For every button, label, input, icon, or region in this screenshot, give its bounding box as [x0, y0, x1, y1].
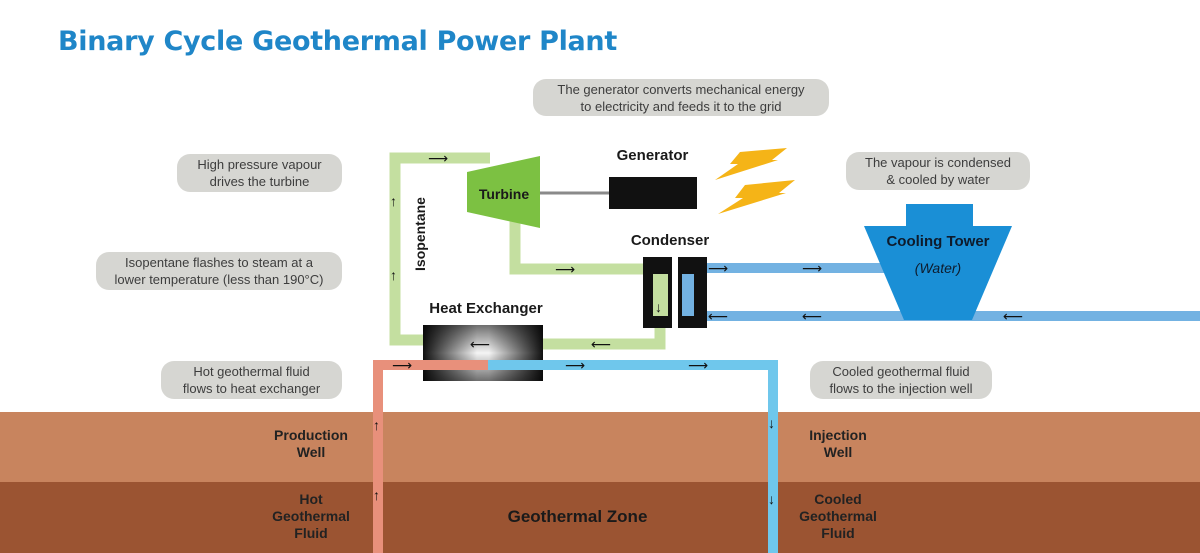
injection-well-line: Well — [823, 444, 853, 460]
lightning-bolt-icon — [715, 148, 787, 180]
isopentane-label: Isopentane — [412, 197, 428, 271]
hot-fluid-note-line: Hot geothermal fluid — [193, 364, 310, 379]
flow-arrow-icon: ⟶ — [428, 150, 449, 166]
flow-arrow-icon: ⟶ — [802, 260, 823, 276]
hot-fluid-line: Fluid — [294, 525, 328, 541]
cooled-note-bubble: Cooled geothermal fluid flows to the inj… — [810, 361, 992, 399]
flow-arrow-icon: ↑ — [390, 193, 397, 209]
flow-arrow-icon: ↓ — [655, 299, 662, 315]
flow-arrow-icon: ↓ — [768, 415, 775, 431]
hot-fluid-line: Geothermal — [272, 508, 350, 524]
injection-well-line: Injection — [809, 427, 867, 443]
turbine — [467, 156, 540, 228]
production-well-line: Production — [274, 427, 348, 443]
condensed-note-line: The vapour is condensed — [865, 155, 1011, 170]
hot-fluid-line: Hot — [299, 491, 323, 507]
cooled-fluid-line: Geothermal — [799, 508, 877, 524]
cooled-fluid-label: Cooled Geothermal Fluid — [790, 491, 886, 542]
flow-arrow-icon: ⟶ — [688, 357, 709, 373]
lightning-bolt-icon — [718, 180, 795, 214]
generator-note-line: The generator converts mechanical energy — [557, 81, 805, 97]
generator-block — [609, 177, 697, 209]
hot-fluid-pipe — [373, 360, 488, 553]
generator-note-bubble: The generator converts mechanical energy… — [533, 79, 829, 116]
flow-arrow-icon: ↓ — [768, 491, 775, 507]
vapour-note-line: drives the turbine — [209, 174, 310, 189]
vapour-note-line: High pressure vapour — [197, 157, 322, 172]
condensed-note-line: & cooled by water — [886, 172, 990, 187]
flow-arrow-icon: ⟵ — [802, 308, 823, 324]
vapour-note-bubble: High pressure vapour drives the turbine — [177, 154, 342, 192]
flash-note-line: lower temperature (less than 190°C) — [114, 272, 324, 287]
heat-exchanger-label: Heat Exchanger — [429, 300, 543, 317]
condenser-label: Condenser — [630, 232, 710, 249]
cooling-tower — [864, 204, 1012, 320]
injection-well-label: Injection Well — [790, 427, 886, 461]
cooled-fluid-line: Fluid — [821, 525, 855, 541]
cooled-note-line: flows to the injection well — [829, 381, 973, 396]
page-title: Binary Cycle Geothermal Power Plant — [58, 26, 617, 57]
flow-arrow-icon: ⟵ — [470, 336, 491, 352]
flow-arrow-icon: ⟶ — [565, 357, 586, 373]
hot-fluid-note-bubble: Hot geothermal fluid flows to heat excha… — [161, 361, 342, 399]
cooling-tower-label: Cooling Tower — [886, 233, 990, 250]
flow-arrow-icon: ⟶ — [392, 357, 413, 373]
geothermal-zone-label: Geothermal Zone — [507, 507, 648, 526]
geothermal-zone-layer — [0, 482, 1200, 553]
flow-arrow-icon: ↑ — [373, 487, 380, 503]
flash-note-line: Isopentane flashes to steam at a — [125, 255, 313, 270]
generator-label: Generator — [616, 147, 689, 164]
heat-exchanger — [423, 325, 543, 381]
cooled-fluid-line: Cooled — [814, 491, 862, 507]
condensed-note-bubble: The vapour is condensed & cooled by wate… — [846, 152, 1030, 190]
cooling-tower-sublabel: (Water) — [914, 260, 962, 276]
production-well-label: Production Well — [258, 427, 364, 461]
flow-arrow-icon: ↑ — [390, 267, 397, 283]
hot-fluid-note-line: flows to heat exchanger — [182, 381, 321, 396]
turbine-label: Turbine — [478, 186, 530, 202]
cooled-fluid-pipe — [488, 360, 778, 553]
flow-arrow-icon: ⟵ — [1003, 308, 1024, 324]
condenser — [643, 257, 707, 328]
generator-note-line: to electricity and feeds it to the grid — [580, 98, 782, 114]
flow-arrow-icon: ↑ — [373, 417, 380, 433]
topsoil-layer — [0, 412, 1200, 482]
flow-arrow-icon: ⟵ — [708, 308, 729, 324]
cooled-note-line: Cooled geothermal fluid — [832, 364, 970, 379]
flow-arrow-icon: ⟵ — [591, 336, 612, 352]
flash-note-bubble: Isopentane flashes to steam at a lower t… — [96, 252, 342, 290]
production-well-line: Well — [296, 444, 326, 460]
hot-fluid-label: Hot Geothermal Fluid — [258, 491, 364, 542]
flow-arrow-icon: ⟶ — [708, 260, 729, 276]
flow-arrow-icon: ⟶ — [555, 261, 576, 277]
